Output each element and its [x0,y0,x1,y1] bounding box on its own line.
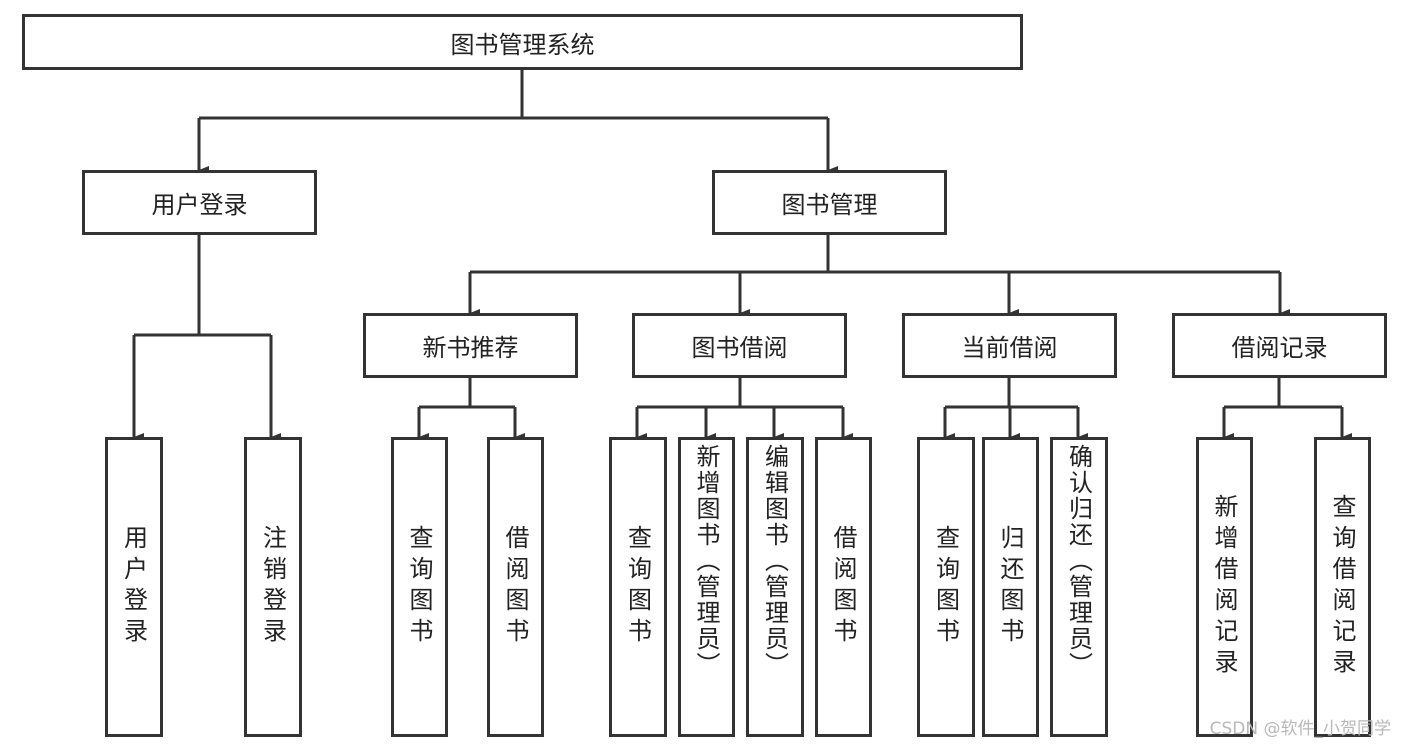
node-new-book-recommend: 新书推荐 [363,313,578,378]
leaf-logout: 注销登录 [244,437,302,737]
leaf-add-borrow-record: 新增借阅记录 [1196,437,1253,737]
node-book-borrow: 图书借阅 [632,313,847,378]
node-book-management: 图书管理 [712,170,947,235]
leaf-borrow-books: 借阅图书 [487,437,544,737]
leaf-query-borrow-record: 查询借阅记录 [1314,437,1371,737]
root-node: 图书管理系统 [22,14,1023,70]
leaf-query-books: 查询图书 [391,437,448,737]
leaf-return-books: 归还图书 [982,437,1039,737]
node-user-login: 用户登录 [82,170,317,235]
node-current-borrow: 当前借阅 [902,313,1117,378]
leaf-add-book-admin: 新增图书（管理员） [678,437,735,737]
leaf-user-login: 用户登录 [105,437,163,737]
watermark: CSDN @软件_小贺同学 [1209,719,1391,739]
leaf-query-books: 查询图书 [609,437,667,737]
leaf-confirm-return-admin: 确认归还（管理员） [1050,437,1108,737]
leaf-edit-book-admin: 编辑图书（管理员） [746,437,804,737]
node-borrow-records: 借阅记录 [1172,313,1387,378]
leaf-query-books: 查询图书 [917,437,975,737]
leaf-borrow-books: 借阅图书 [815,437,872,737]
